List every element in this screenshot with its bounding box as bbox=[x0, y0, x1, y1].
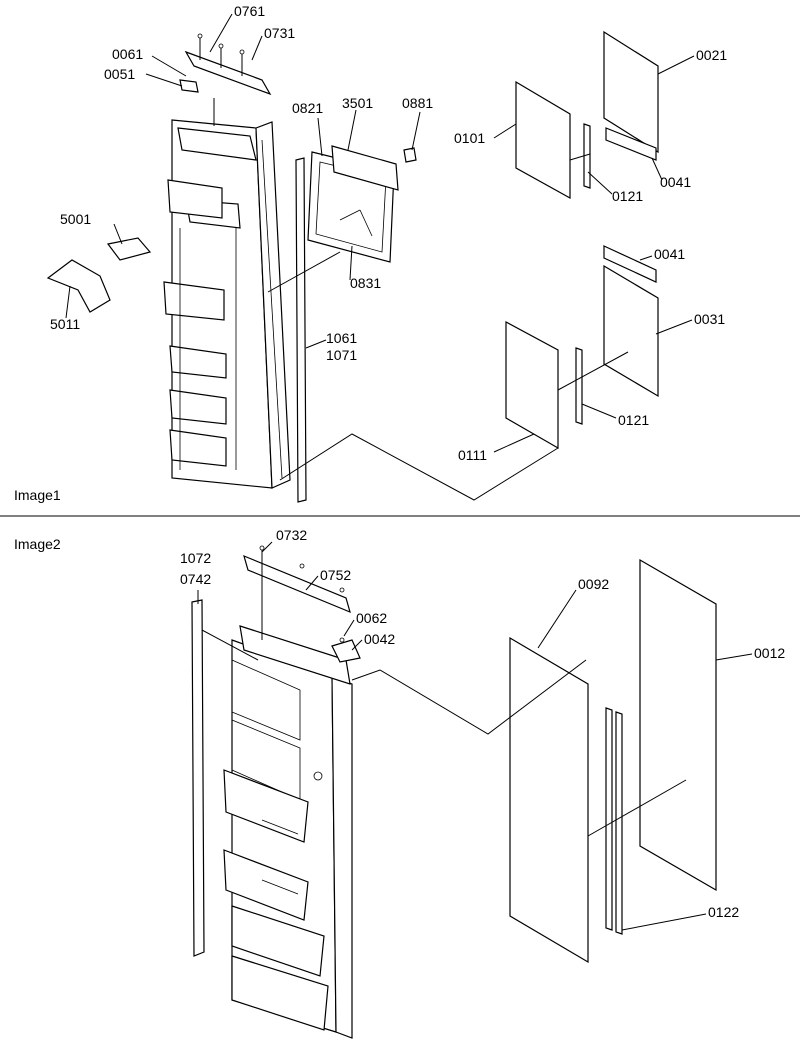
gasket-strip-2 bbox=[191, 599, 205, 957]
callout-label: 0012 bbox=[754, 645, 785, 661]
callout-label: 0041 bbox=[654, 246, 685, 262]
callout-label: 1071 bbox=[326, 347, 357, 363]
panel-title: Image1 bbox=[14, 487, 61, 503]
callout-label: 0031 bbox=[694, 311, 725, 327]
callout-label: 0731 bbox=[264, 25, 295, 41]
dispenser-frame bbox=[307, 145, 417, 263]
panel-image1: 0761 0731 0061 0051 0821 3501 0881 0021 … bbox=[14, 3, 727, 503]
callout-label: 0761 bbox=[234, 3, 265, 19]
assembly-lines-1 bbox=[267, 251, 559, 501]
top-cap-hinge-2 bbox=[243, 545, 361, 663]
top-cap-hinge bbox=[179, 33, 272, 126]
callout-label: 0041 bbox=[660, 174, 691, 190]
callout-label: 0111 bbox=[458, 447, 487, 463]
callout-label: 0092 bbox=[578, 576, 609, 592]
panel-image2: Image2 bbox=[14, 527, 785, 1039]
callout-label: 0051 bbox=[104, 66, 135, 82]
callout-label: 0742 bbox=[180, 571, 211, 587]
callout-label: 0121 bbox=[618, 412, 649, 428]
gasket-strip bbox=[295, 157, 307, 503]
callout-label: 0042 bbox=[364, 631, 395, 647]
callout-label: 0021 bbox=[696, 47, 727, 63]
liner-panels-2 bbox=[509, 558, 717, 964]
callout-label: 5011 bbox=[50, 316, 80, 332]
dispenser-parts bbox=[46, 237, 152, 313]
callout-label: 0752 bbox=[320, 567, 351, 583]
callout-label: 0122 bbox=[708, 904, 739, 920]
callout-label: 0062 bbox=[356, 610, 387, 626]
liner-panels-lower bbox=[505, 245, 659, 450]
callout-label: 3501 bbox=[342, 95, 373, 111]
liner-panels-upper bbox=[515, 30, 659, 200]
assembly-lines-2 bbox=[201, 629, 687, 837]
callout-label: 1072 bbox=[180, 550, 211, 566]
callout-label: 0121 bbox=[612, 188, 643, 204]
callout-label: 0101 bbox=[454, 130, 485, 146]
callout-label: 5001 bbox=[60, 211, 91, 227]
fresh-food-door bbox=[223, 625, 353, 1039]
callout-label: 1061 bbox=[326, 330, 357, 346]
leader-lines-1 bbox=[65, 13, 695, 453]
callout-label: 0831 bbox=[350, 275, 381, 291]
leader-lines-2 bbox=[197, 541, 753, 931]
panel-title: Image2 bbox=[14, 536, 61, 552]
callout-label: 0732 bbox=[276, 527, 307, 543]
callout-label: 0061 bbox=[112, 46, 143, 62]
callout-label: 0881 bbox=[402, 95, 433, 111]
freezer-door bbox=[163, 119, 291, 489]
callout-label: 0821 bbox=[292, 100, 323, 116]
